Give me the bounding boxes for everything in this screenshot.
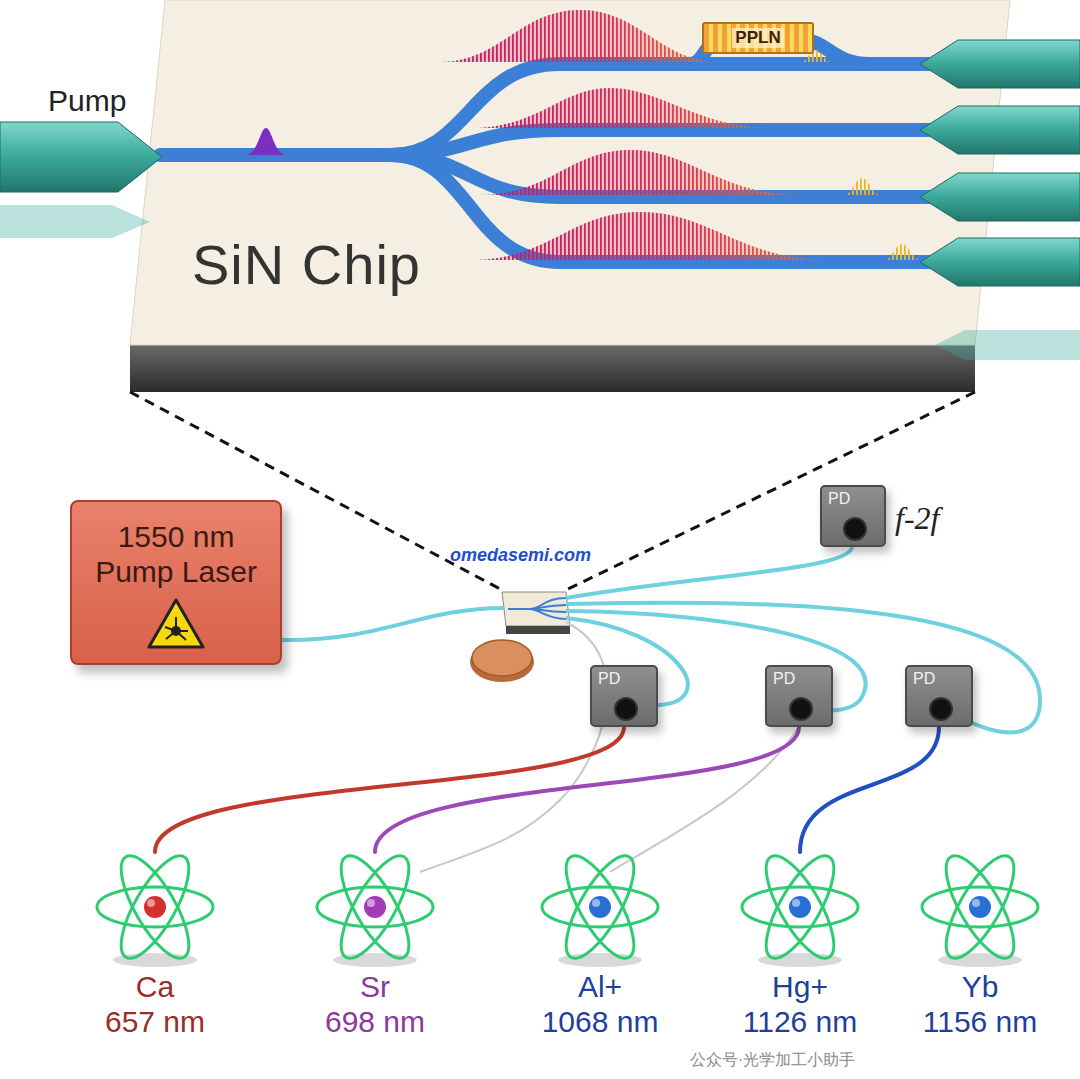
optical-fiber [375,727,799,852]
element-name: Ca [136,970,174,1005]
label-holder: 公众号·光学加工小助手 [690,1050,855,1071]
f-2f-label: f-2f [895,500,939,537]
chip-top [130,0,1010,345]
photodetector: PD [765,665,833,727]
label-holder: omedasemi.com [450,545,591,566]
wavelength: 698 nm [325,1005,425,1040]
small-chip [502,592,570,626]
photodetector: PD [905,665,973,727]
detector-port [843,517,867,541]
atom: Ca657 nm [80,852,230,1039]
label-holder: Pump [48,84,126,118]
photodetector: PD [590,665,658,727]
node-label: PD [598,670,656,688]
node-label: SiN Chip [192,232,1010,297]
wavelength: 1156 nm [923,1005,1038,1040]
ppln-crystal: PPLN [702,22,814,54]
photodetector: PD [820,485,886,547]
atom-orbits [730,852,870,970]
fibers [282,547,1040,732]
watermark: omedasemi.com [450,545,591,566]
atom-orbits [85,852,225,970]
atom-orbits [530,852,670,970]
node-label: PD [913,670,971,688]
pump-label: Pump [48,84,126,118]
node-label: PD [773,670,831,688]
warning-sign [146,597,206,651]
atom: Yb1156 nm [905,852,1055,1039]
small-chip-waveguides [508,598,566,619]
fiber-tips [0,40,1080,286]
waveguides [160,38,965,262]
element-name: Hg+ [772,970,828,1005]
atom-orbits [910,852,1050,970]
chip: SiN Chip PPLN [130,0,1010,345]
pump-laser: 1550 nm Pump Laser [70,500,282,665]
detector-port [929,697,953,721]
element-name: Al+ [578,970,622,1005]
atom: Al+1068 nm [525,852,675,1039]
node-label: 1550 nm Pump Laser [90,520,262,589]
wavelength: 1068 nm [542,1005,659,1040]
wavelength: 1126 nm [743,1005,858,1040]
atom-orbits [305,852,445,970]
element-name: Yb [962,970,999,1005]
node-label: PPLN [732,28,783,48]
detector-port [614,697,638,721]
detector-port [789,697,813,721]
watermark: 公众号·光学加工小助手 [690,1050,855,1071]
penny-face [472,640,532,676]
atom: Hg+1126 nm [725,852,875,1039]
node-label: PD [828,490,884,508]
element-name: Sr [360,970,390,1005]
frequency-combs [245,10,920,260]
atom: Sr698 nm [300,852,450,1039]
wavelength: 657 nm [105,1005,205,1040]
chip-front [130,345,975,392]
optical-fiber [800,727,939,852]
small-chip-side [506,626,570,634]
label-holder: f-2f [895,500,939,537]
fiber-reflections [0,205,1080,360]
